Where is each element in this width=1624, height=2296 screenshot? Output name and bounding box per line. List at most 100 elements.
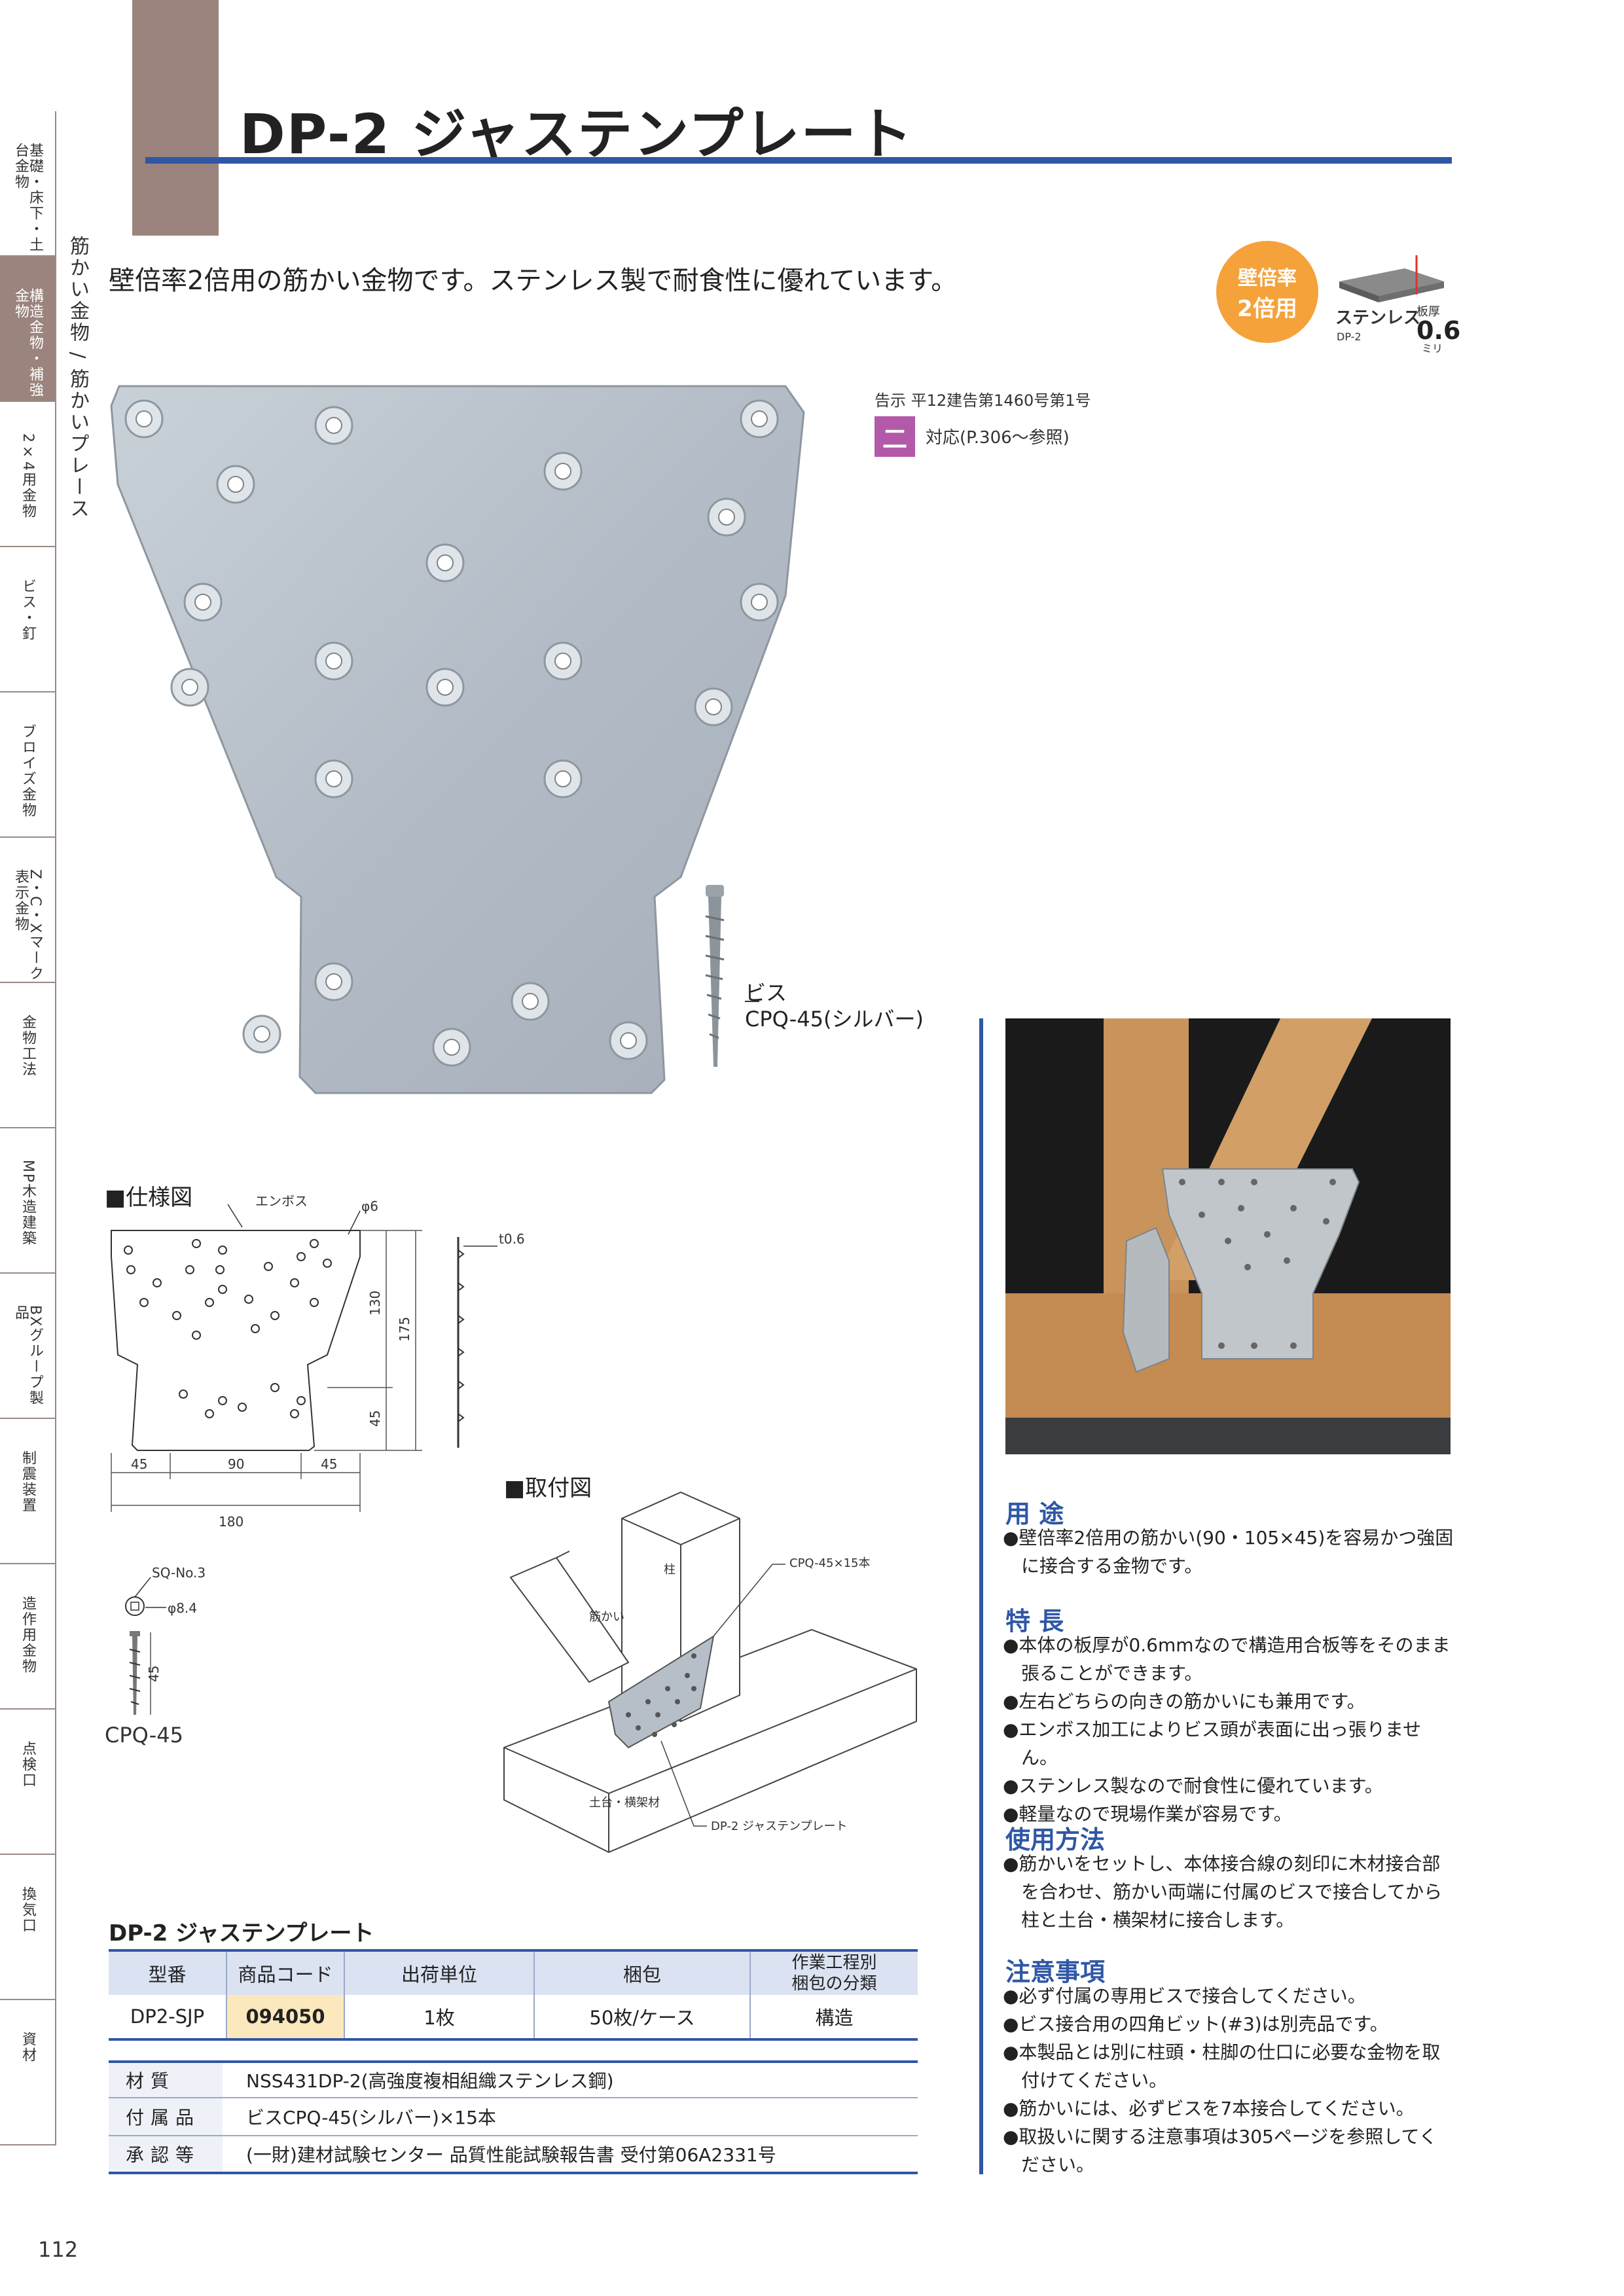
screw-hole-center [705,698,722,715]
screw-hole-center [751,410,768,427]
cell-class: 構造 [749,1995,918,2041]
header-packing: 梱包 [533,1950,750,1995]
screw-hole-center [718,509,735,526]
screw-hole-center [135,410,153,427]
side-tab-2[interactable]: 2×4用金物 [0,402,56,547]
info-value: NSS431DP-2(高強度複相組織ステンレス鋼) [246,2070,614,2092]
dim-45-vertical: 45 [367,1410,383,1427]
method-item: ●筋かいをセットし、本体接合線の刻印に木材接合部を合わせ、筋かい両端に付属のビス… [1003,1853,1443,1931]
feature-item: ●本体の板厚が0.6mmなので構造用合板等をそのまま張ることができます。 [1003,1634,1451,1684]
side-tab-label: 点検口 [20,1741,36,1788]
screw-holes [124,399,779,1067]
header-class: 作業工程別 梱包の分類 [749,1950,918,1995]
spec-hole [297,1396,306,1405]
notice-badge: 二 [875,416,915,457]
side-tab-label: 基礎・床下・土台金物 [12,143,43,253]
screw-hole-center [325,770,342,787]
spec-hole [172,1311,181,1320]
side-tab-0[interactable]: 基礎・床下・土台金物 [0,111,56,257]
header-accent-bar [132,0,219,236]
side-tab-12[interactable]: 換気口 [0,1855,56,2000]
dim-45-left: 45 [131,1456,147,1472]
spec-drawing: エンボス φ6 t0.6 130 175 45 45 90 45 180 [111,1193,525,1530]
product-table: 型番 商品コード 出荷単位 梱包 作業工程別 梱包の分類 DP2-SJP 094… [109,1949,918,2041]
dim-180: 180 [219,1514,244,1530]
feature-item: ●ステンレス製なので耐食性に優れています。 [1003,1775,1383,1797]
spec-heading: ■仕様図 [105,1185,193,1211]
spec-holes [124,1239,332,1418]
spec-hole [264,1262,273,1271]
screw-drawing: SQ-No.3 φ8.4 45 CPQ-45 [105,1565,206,1748]
cell-code: 094050 [226,1995,344,2041]
info-key: 材質 [109,2063,223,2097]
side-tab-6[interactable]: 金物工法 [0,983,56,1128]
spec-hole [153,1278,162,1287]
spec-hole [218,1285,227,1294]
header-model: 型番 [109,1950,226,1995]
caution-item: ●取扱いに関する注意事項は305ページを参照してください。 [1003,2126,1437,2176]
side-tab-label: ブロイズ金物 [20,724,36,818]
spec-hole [290,1409,299,1418]
spec-hole [192,1331,201,1340]
side-tab-11[interactable]: 点検口 [0,1710,56,1855]
header-class-line2: 梱包の分類 [791,1974,877,1994]
side-tab-4[interactable]: ブロイズ金物 [0,692,56,838]
side-tab-8[interactable]: BXグループ製品 [0,1274,56,1419]
screw-hole-center [194,594,211,611]
info-value: (一財)建材試験センター 品質性能試験報告書 受付第06A2331号 [246,2144,776,2166]
category-label: 筋かい金物 / 筋かいプレース [66,236,89,520]
column-divider [979,1018,983,2174]
wall-ratio-badge: 壁倍率 2倍用 [1216,241,1318,343]
header-class-line1: 作業工程別 [791,1953,877,1973]
side-tab-label: 2×4用金物 [20,433,36,519]
cell-model: DP2-SJP [109,1995,226,2041]
screw-hole-center [522,993,539,1010]
side-tab-3[interactable]: ビス・釘 [0,547,56,692]
mount-drawing: 柱 筋かい CPQ-45×15本 土台・横架材 DP-2 ジャステンプレート [503,1491,917,1854]
side-tab-7[interactable]: MP木造建築 [0,1128,56,1274]
page-subtitle: 壁倍率2倍用の筋かい金物です。ステンレス製で耐食性に優れています。 [109,266,958,296]
sill-label: 土台・横架材 [589,1796,660,1810]
screws-label: CPQ-45×15本 [789,1556,870,1570]
side-tab-label: 構造金物・補強金物 [12,288,43,398]
spec-hole [205,1409,214,1418]
model-text: DP-2 [1337,331,1362,343]
cell-unit: 1枚 [344,1995,534,2041]
spec-hole [205,1298,214,1307]
spec-hole [270,1311,280,1320]
side-tab-label: 制震装置 [20,1450,36,1513]
table-title: DP-2 ジャステンプレート [109,1920,374,1946]
material-text: ステンレス [1335,308,1420,328]
screw-hole-center [751,594,768,611]
thickness-label: 板厚 [1416,305,1440,319]
features-heading: 特 長 [1005,1607,1064,1636]
screw-icon [705,885,725,1067]
usage-item: ●壁倍率2倍用の筋かい(90・105×45)を容易かつ強固に接合する金物です。 [1003,1527,1454,1577]
page-number: 112 [38,2237,79,2262]
side-tab-1[interactable]: 構造金物・補強金物 [0,257,56,402]
thickness-unit: ミリ [1422,342,1443,355]
installation-photo [1005,1018,1451,1454]
mount-heading: ■取付図 [504,1475,592,1501]
side-tab-10[interactable]: 造作用金物 [0,1564,56,1710]
thickness-callout: t0.6 [499,1231,525,1247]
pillar-label: 柱 [664,1563,676,1577]
emboss-label: エンボス [255,1193,308,1209]
spec-hole [323,1259,332,1268]
spec-hole [179,1390,188,1399]
side-tab-13[interactable]: 資材 [0,2000,56,2145]
thickness-value: 0.6 [1416,316,1460,345]
spec-hole [290,1278,299,1287]
side-tab-9[interactable]: 制震装置 [0,1419,56,1564]
method-text: ●筋かいをセットし、本体接合線の刻印に木材接合部を合わせ、筋かい両端に付属のビス… [1003,1850,1454,1934]
spec-hole [297,1252,306,1261]
badge-line-2: 2倍用 [1237,295,1297,322]
screw-hole-center [181,679,198,696]
dim-90: 90 [228,1456,244,1472]
side-tab-label: MP木造建築 [20,1160,36,1247]
side-tab-5[interactable]: Z・C・Xマーク表示金物 [0,838,56,983]
header-unit: 出荷単位 [344,1950,534,1995]
cell-packing: 50枚/ケース [533,1995,750,2041]
page-title: DP-2 ジャステンプレート [240,102,914,166]
brace-label: 筋かい [589,1610,624,1624]
